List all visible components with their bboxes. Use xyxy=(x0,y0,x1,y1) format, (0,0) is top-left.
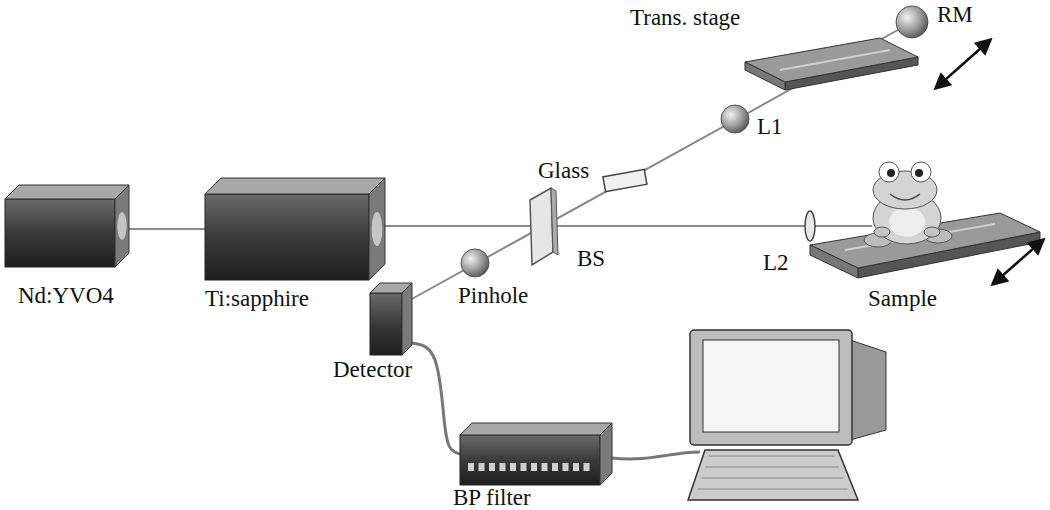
box-side xyxy=(600,423,612,485)
box-top xyxy=(5,185,129,199)
output-aperture xyxy=(117,212,126,239)
frog-sample xyxy=(864,162,952,247)
box-front xyxy=(205,194,369,280)
frog-eye xyxy=(911,162,931,182)
lens-l1 xyxy=(721,105,749,133)
key-row xyxy=(701,478,843,479)
frog-arm xyxy=(874,227,890,237)
frog-pupil xyxy=(915,169,923,177)
panel-button xyxy=(489,463,495,471)
box-top xyxy=(460,423,612,435)
instrument-box: Nd:YVO4 xyxy=(5,185,129,267)
panel-button xyxy=(573,463,579,471)
box-outline xyxy=(5,185,129,267)
output-aperture xyxy=(372,212,383,246)
signal-cable xyxy=(412,343,460,454)
part-label: Glass xyxy=(538,158,589,183)
panel-button xyxy=(479,463,485,471)
beam-splitter xyxy=(530,188,553,265)
frog-eye xyxy=(879,162,899,182)
instrument-box: Detector xyxy=(370,283,412,355)
laser-beam xyxy=(383,225,872,227)
box-front xyxy=(370,293,402,355)
part-label: Sample xyxy=(868,286,937,311)
frog-mouth xyxy=(890,194,920,200)
panel-button xyxy=(510,463,516,471)
frog-pupil xyxy=(887,169,895,177)
part-label: L2 xyxy=(763,250,789,275)
motion-arrow xyxy=(993,240,1043,284)
pump-beam xyxy=(129,228,205,230)
monitor-screen xyxy=(703,340,839,432)
panel-button xyxy=(468,463,474,471)
reference-mirror xyxy=(896,6,928,38)
box-side xyxy=(369,178,385,280)
panel-button xyxy=(552,463,558,471)
box-outline xyxy=(205,178,385,280)
instrument-label: BP filter xyxy=(453,485,531,510)
box-front xyxy=(5,199,115,267)
instrument-label: Ti:sapphire xyxy=(205,286,309,311)
keyboard xyxy=(688,450,858,500)
key-row xyxy=(705,467,839,468)
stage-side xyxy=(745,62,785,90)
panel-button xyxy=(531,463,537,471)
lens-l2 xyxy=(805,211,815,241)
instrument-label: Nd:YVO4 xyxy=(18,283,114,308)
part-label: Trans. stage xyxy=(630,5,740,30)
box-side xyxy=(402,283,412,355)
beam-splitter-edge xyxy=(551,188,558,255)
monitor-back xyxy=(850,340,886,440)
box-outline xyxy=(370,283,412,355)
part-label: Pinhole xyxy=(458,283,528,308)
key-row xyxy=(709,456,834,457)
key-row xyxy=(698,489,848,490)
signal-cable xyxy=(612,452,700,459)
frog-arm xyxy=(924,227,940,237)
stage-rail xyxy=(780,50,890,70)
panel-button xyxy=(584,463,590,471)
computer-monitor xyxy=(690,330,852,445)
box-front xyxy=(460,435,600,485)
instrument-box: BP filter xyxy=(460,423,612,485)
instrument-box: Ti:sapphire xyxy=(205,178,385,280)
frog-belly xyxy=(889,207,925,237)
glass-slab xyxy=(603,169,647,191)
panel-button xyxy=(542,463,548,471)
part-label: RM xyxy=(937,2,973,27)
instrument-label: Detector xyxy=(333,357,412,382)
panel-button xyxy=(500,463,506,471)
keyboard-keys xyxy=(698,456,848,489)
box-outline xyxy=(460,423,612,485)
box-top xyxy=(205,178,385,194)
part-label: L1 xyxy=(757,114,783,139)
box-side xyxy=(115,185,129,267)
pinhole xyxy=(461,249,489,277)
motion-arrow xyxy=(936,40,990,88)
panel-button xyxy=(521,463,527,471)
glass-slab xyxy=(603,169,647,191)
panel-button xyxy=(563,463,569,471)
part-label: BS xyxy=(577,246,605,271)
